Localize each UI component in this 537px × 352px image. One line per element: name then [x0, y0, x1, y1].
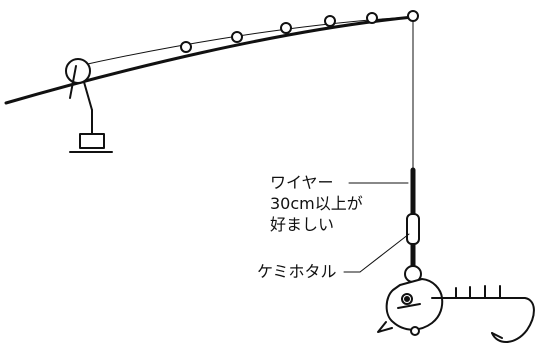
chemical-light [406, 213, 420, 245]
chemical-light-label: ケミホタル [257, 262, 337, 281]
guide-ring [324, 15, 336, 27]
fishing-line [73, 16, 411, 68]
fishing-hook-icon [441, 285, 535, 343]
guide-ring [180, 41, 192, 53]
guide-ring [231, 31, 243, 43]
fishing-rod [4, 15, 415, 105]
line-guides [180, 10, 419, 53]
guide-ring [366, 12, 378, 24]
wire-label-line-1: ワイヤー [270, 173, 334, 192]
wire-label-line-3: 好ましい [270, 215, 335, 234]
light-callout-line [359, 233, 410, 273]
tip-guide-ring [407, 10, 419, 22]
fish-head-lure-icon [377, 278, 444, 336]
wire-label-line-2: 30cm以上が [270, 194, 363, 213]
spinning-reel-icon [65, 58, 113, 153]
guide-ring [280, 22, 292, 34]
